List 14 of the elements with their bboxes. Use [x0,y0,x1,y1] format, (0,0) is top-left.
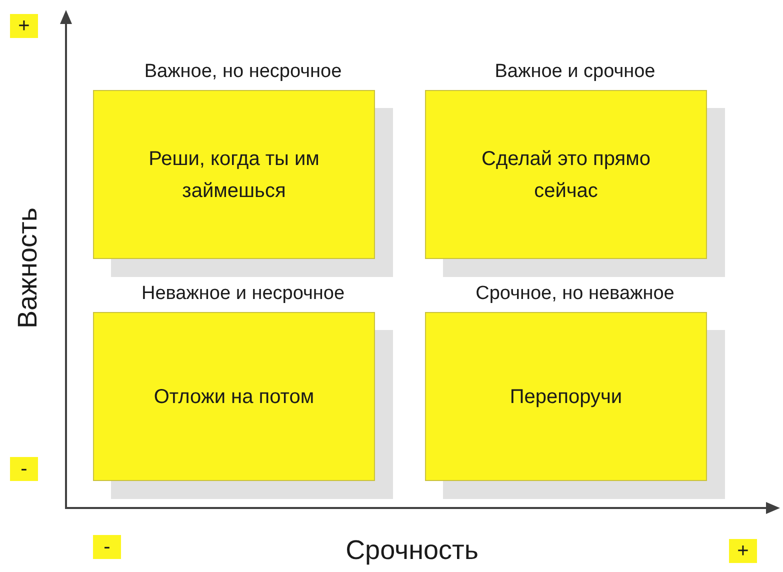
quadrant-heading: Срочное, но неважное [476,282,674,306]
axis-title: Важность [11,208,43,328]
quadrant-heading: Неважное и несрочное [141,282,345,306]
axis-sign-tag: - [10,457,38,481]
axis-sign-tag: + [10,14,38,38]
quadrant-text: Перепоручи [510,384,622,410]
quadrant-text: Реши, когда ты им займешься [148,146,320,204]
axis-sign-tag: + [729,539,757,563]
quadrant-heading: Важное и срочное [494,60,656,84]
axis-title: Срочность [346,534,478,566]
quadrant-text: Отложи на потом [154,384,314,410]
quadrant-heading: Важное, но несрочное [144,60,342,84]
quadrant-text: Сделай это прямо сейчас [480,146,652,204]
axis-sign-tag: - [93,535,121,559]
